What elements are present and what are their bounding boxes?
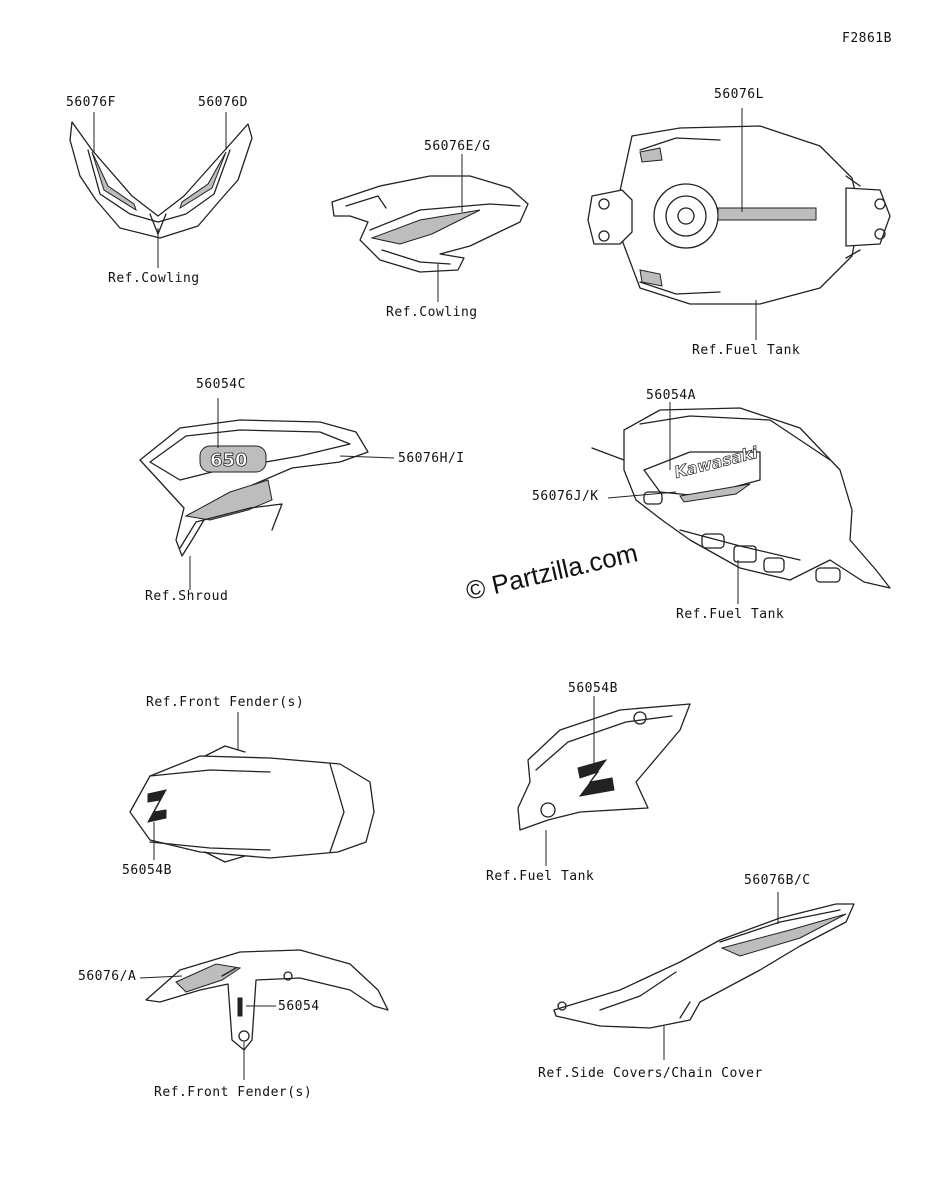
label-56054C: 56054C: [196, 377, 246, 392]
label-56076BC: 56076B/C: [744, 873, 811, 888]
label-56076HI: 56076H/I: [398, 451, 465, 466]
model-650-decal: 650: [199, 445, 267, 473]
front-fender-top-part: [129, 712, 375, 863]
tank-shroud-z-part: [517, 696, 691, 866]
figure-code: F2861B: [842, 31, 892, 46]
label-ref-front-fender-2: Ref.Front Fender(s): [154, 1085, 313, 1100]
label-ref-fuel-tank-1: Ref.Fuel Tank: [692, 343, 801, 358]
label-ref-shroud: Ref.Shroud: [145, 589, 229, 604]
label-ref-side-covers: Ref.Side Covers/Chain Cover: [538, 1066, 763, 1081]
shroud-part: 650: [139, 398, 395, 590]
label-56076A: 56076/A: [78, 969, 137, 984]
label-ref-front-fender-1: Ref.Front Fender(s): [146, 695, 305, 710]
fuel-tank-side-part: Kawasaki: [591, 402, 891, 604]
label-56054: 56054: [278, 999, 320, 1014]
front-fender-side-part: [139, 949, 389, 1080]
label-56054A: 56054A: [646, 388, 696, 403]
side-cover-part: [553, 892, 855, 1060]
label-56076L: 56076L: [714, 87, 764, 102]
label-ref-fuel-tank-3: Ref.Fuel Tank: [486, 869, 595, 884]
label-56076JK: 56076J/K: [532, 489, 599, 504]
label-ref-cowling-1: Ref.Cowling: [108, 271, 200, 286]
label-ref-fuel-tank-2: Ref.Fuel Tank: [676, 607, 785, 622]
label-56054B-1: 56054B: [568, 681, 618, 696]
label-ref-cowling-2: Ref.Cowling: [386, 305, 478, 320]
fuel-tank-top-part: [587, 108, 891, 340]
label-56076D: 56076D: [198, 95, 248, 110]
label-56054B-2: 56054B: [122, 863, 172, 878]
front-cowling-part: [69, 112, 253, 268]
label-56076EG: 56076E/G: [424, 139, 491, 154]
side-cowling-part: [331, 154, 529, 302]
label-56076F: 56076F: [66, 95, 116, 110]
svg-text:650: 650: [210, 450, 248, 471]
